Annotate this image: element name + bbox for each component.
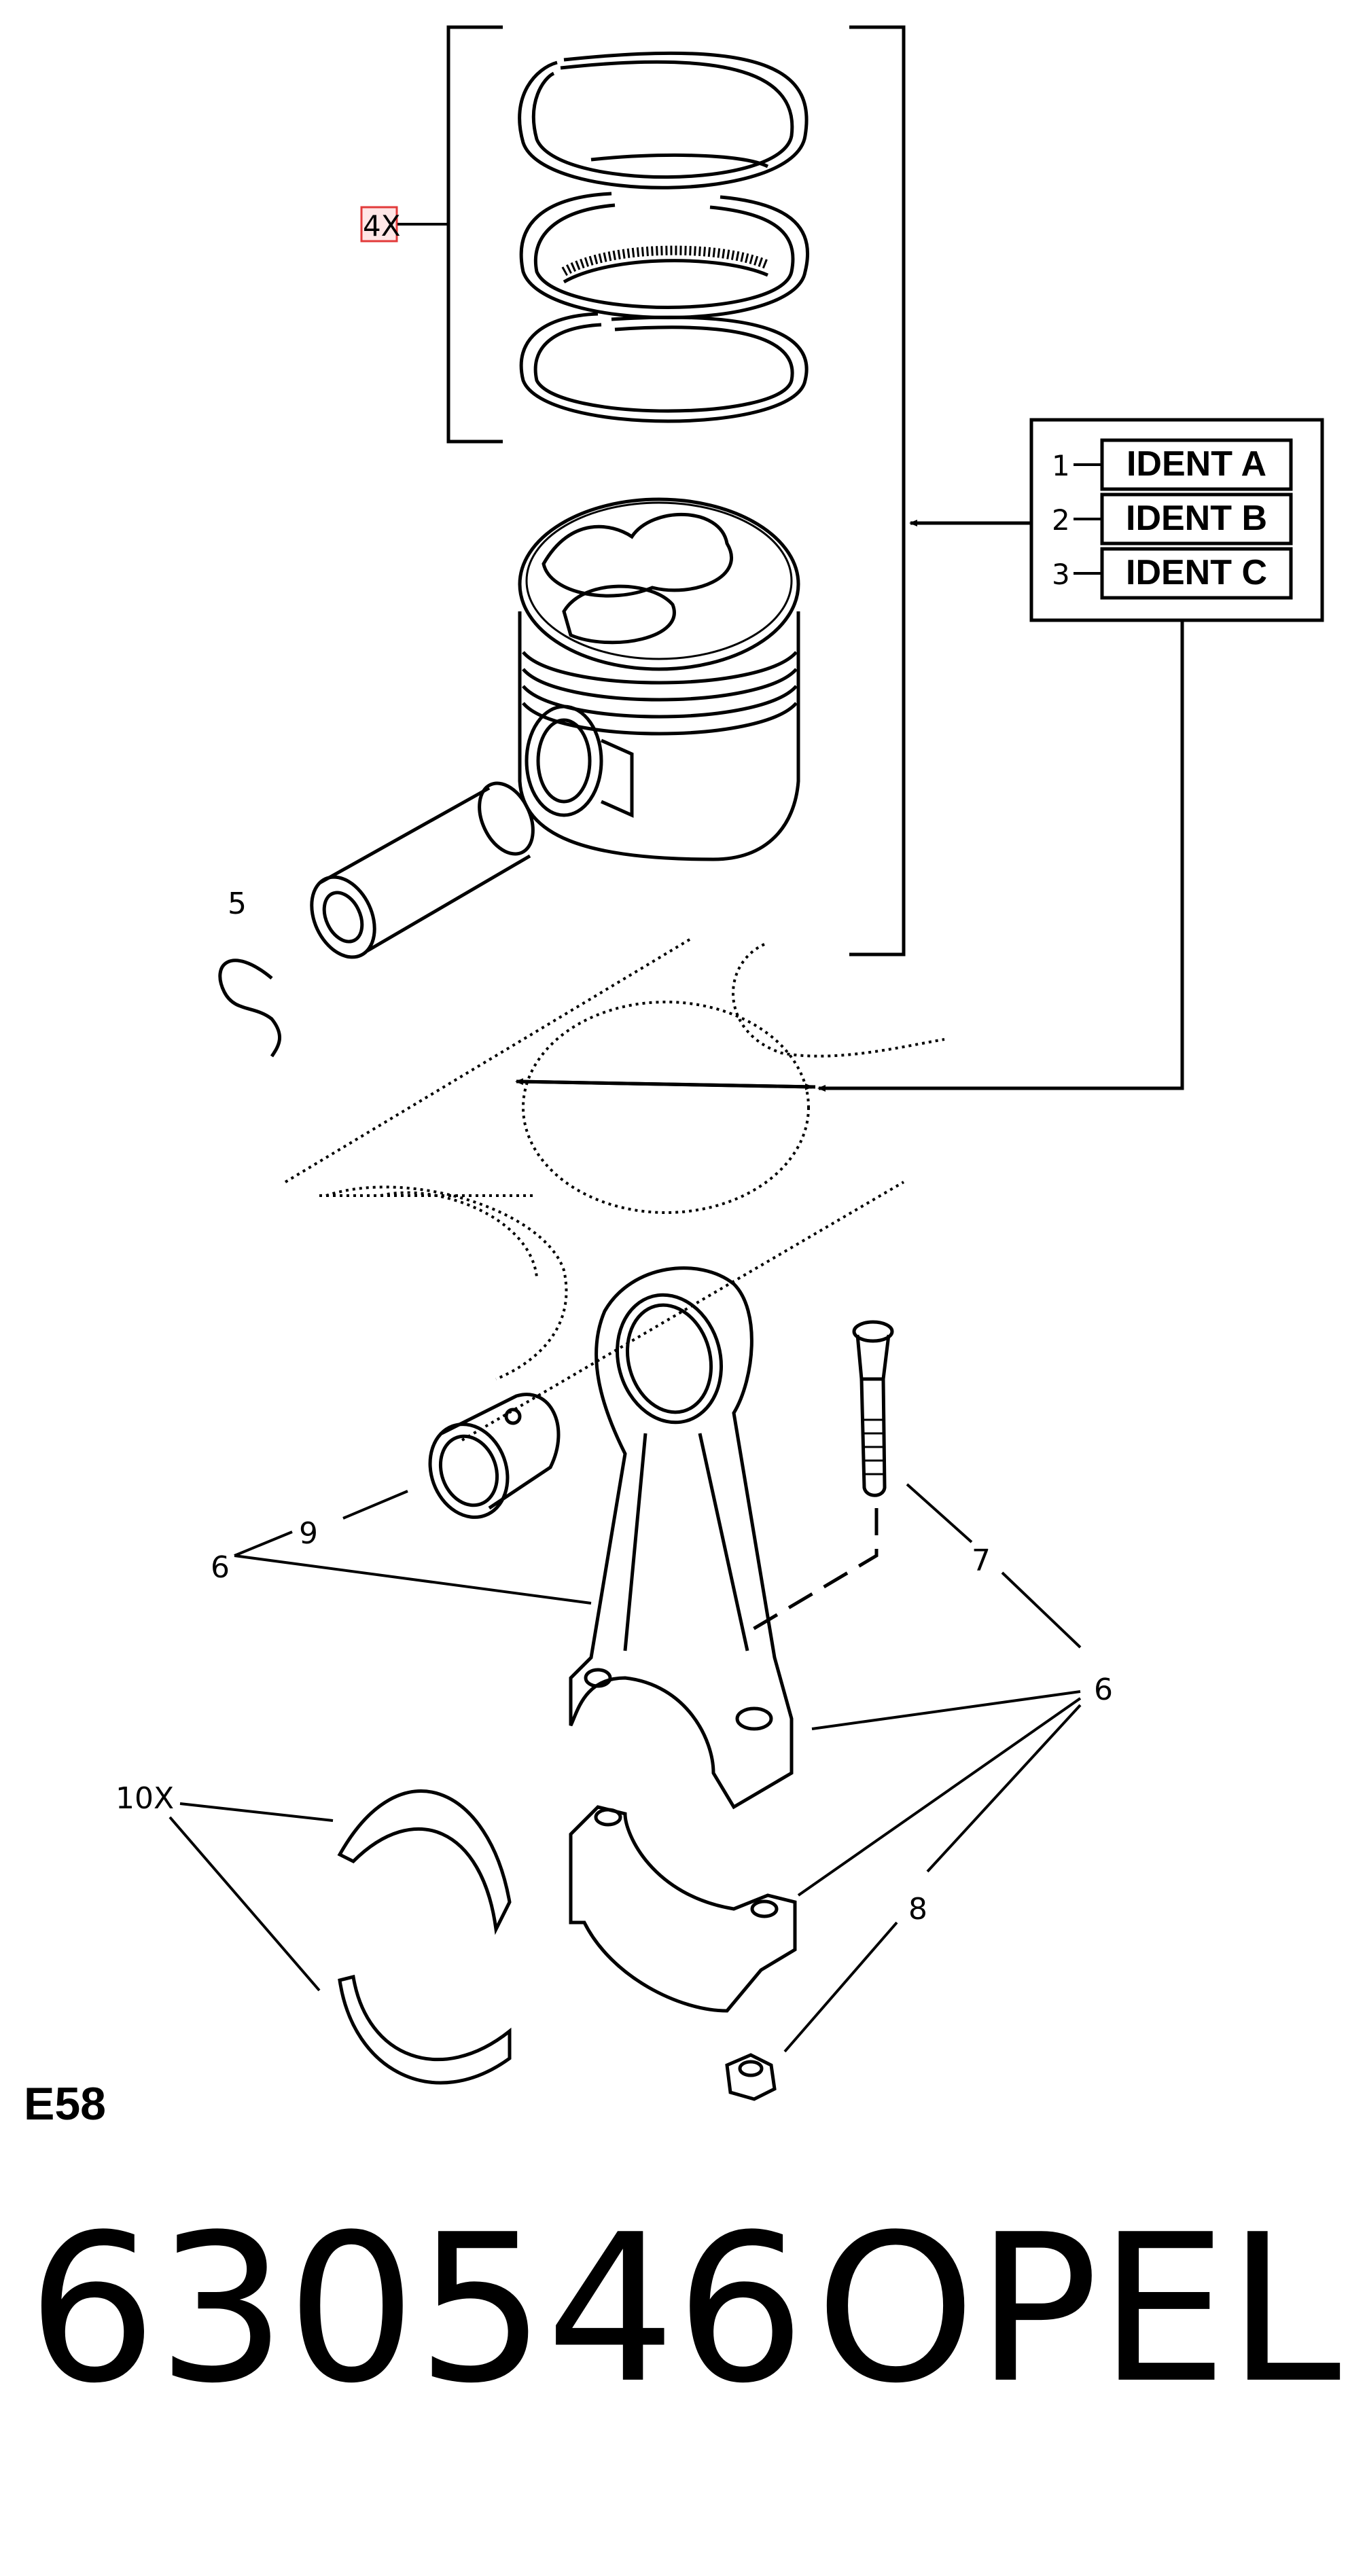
rod-nut: [725, 2053, 777, 2101]
callout-labels: 6 9 7 6 8 10X: [116, 1516, 1113, 1927]
connecting-rod-cap: [569, 1805, 797, 2013]
piston-ring-bottom: [519, 312, 809, 423]
quantity-label: 4X: [363, 209, 401, 243]
bore-dimension: [515, 1078, 816, 1090]
piston-pin: [310, 781, 535, 959]
callout-conrod-right: 6: [1094, 1672, 1113, 1707]
callout-bushing: 9: [299, 1516, 318, 1551]
small-end-bushing: [428, 1393, 561, 1519]
bearing-shells: [337, 1789, 512, 2085]
leader-lines: [168, 1483, 1082, 2053]
ident-table: 1 IDENT A 2 IDENT B 3 IDENT C: [817, 418, 1324, 1092]
ident-label: IDENT C: [1126, 553, 1267, 592]
ident-number: 2: [1052, 503, 1070, 537]
ident-number: 1: [1052, 449, 1070, 482]
ident-row-1: 1 IDENT A: [1052, 438, 1293, 491]
callout-nut: 8: [908, 1892, 927, 1927]
ident-row-2: 2 IDENT B: [1052, 493, 1293, 545]
part-footer: 630546 OPEL: [27, 2208, 1345, 2480]
diagram-code: E58: [24, 2078, 106, 2130]
piston-ring-top: [518, 51, 809, 190]
brand-name: OPEL: [815, 2191, 1341, 2428]
ident-label: IDENT B: [1126, 499, 1267, 538]
ring-set-bracket: [446, 25, 503, 444]
ident-label: IDENT A: [1127, 444, 1266, 484]
rod-bolt: [749, 1320, 894, 1632]
bore-leader-line: [817, 622, 1184, 1092]
callout-bolt: 7: [972, 1543, 991, 1578]
part-number: 630546: [27, 2191, 806, 2428]
piston-rings: [518, 51, 810, 423]
ident-number: 3: [1052, 558, 1070, 591]
piston-ring-oil: [519, 192, 810, 319]
snap-ring: 5: [218, 887, 282, 1058]
piston: [518, 497, 800, 861]
connecting-rod: [569, 1266, 794, 1810]
cylinder-bracket: [849, 25, 1033, 956]
callout-snap-ring: 5: [228, 887, 247, 921]
callout-conrod-left: 6: [211, 1550, 230, 1585]
ident-row-3: 3 IDENT C: [1052, 547, 1293, 600]
quantity-callout: 4X: [360, 206, 448, 243]
cylinder-block-outline: [284, 936, 945, 1442]
callout-bearing-qty: 10X: [116, 1781, 174, 1816]
